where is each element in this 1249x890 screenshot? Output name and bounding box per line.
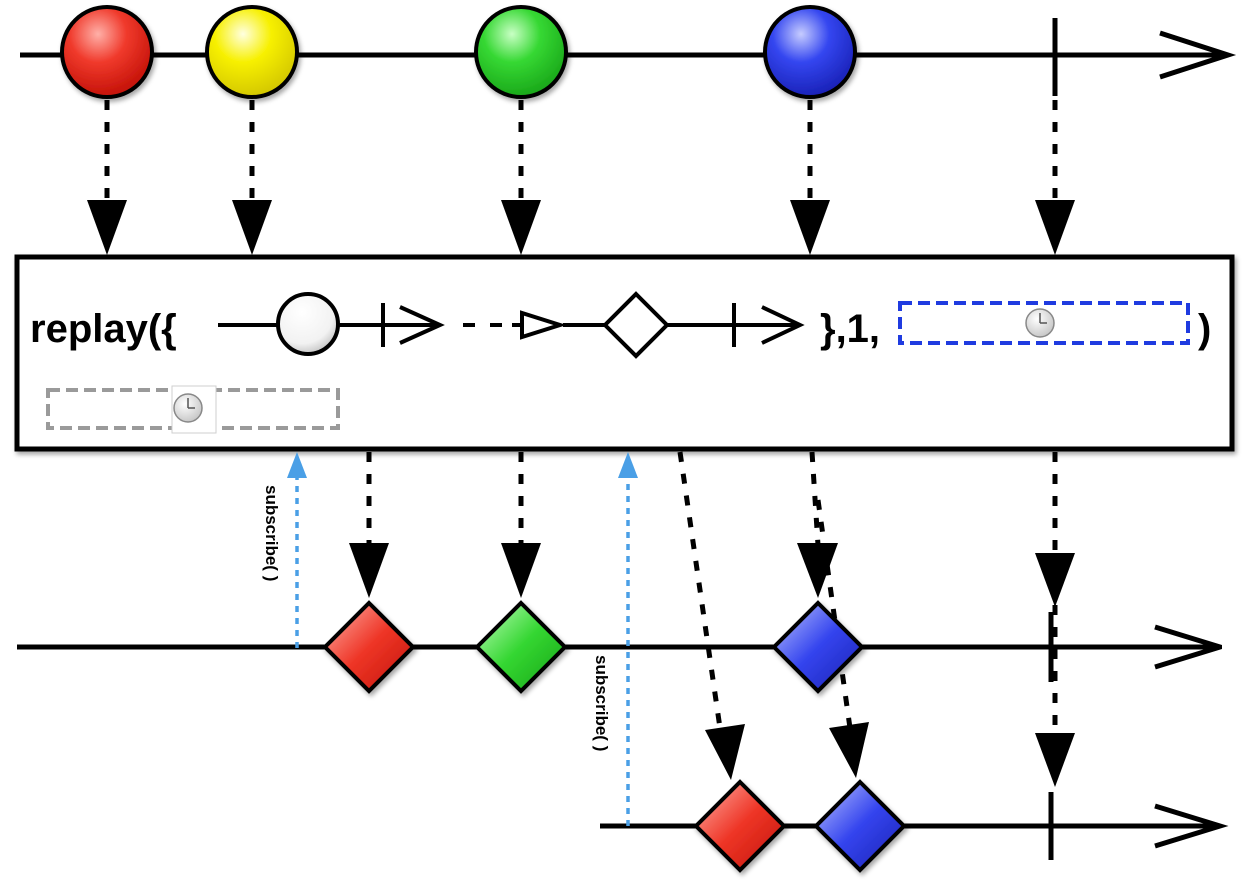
clock-icon: [1025, 308, 1055, 338]
operator-prefix: replay({: [30, 307, 177, 351]
subscribe-arrow-1: [287, 452, 307, 648]
subscribe-label-2: subscribe( ): [592, 655, 611, 751]
source-to-operator-arrowheads: [87, 200, 1075, 255]
yellow-marble: [205, 5, 299, 99]
selector-diamond: [602, 291, 670, 359]
blue-diamond: [771, 600, 865, 694]
blue-diamond: [813, 779, 907, 873]
green-marble: [474, 5, 568, 99]
scheduler-placeholder-blue: [898, 301, 1190, 345]
green-diamond: [474, 600, 568, 694]
blue-marble: [763, 5, 857, 99]
operator-to-output-arrowheads: [349, 543, 1075, 787]
red-diamond: [322, 600, 416, 694]
operator-box: replay({ },1, ): [14, 254, 1235, 452]
selector-diagram: [218, 291, 805, 359]
source-timeline: [20, 5, 1237, 99]
source-to-operator-arrows: [104, 100, 1058, 200]
subscribe-arrow-2: [618, 452, 638, 826]
red-marble: [60, 5, 154, 99]
operator-to-output-arrows: [366, 451, 1058, 735]
subscribe-label-1: subscribe( ): [262, 485, 281, 581]
second-subscriber-timeline: [600, 779, 1229, 873]
operator-suffix: ): [1198, 307, 1211, 351]
red-diamond: [693, 779, 787, 873]
first-subscriber-timeline: [17, 600, 1249, 694]
clock-icon: [173, 393, 203, 423]
selector-marble: [276, 292, 340, 356]
operator-middle: },1,: [820, 307, 880, 351]
